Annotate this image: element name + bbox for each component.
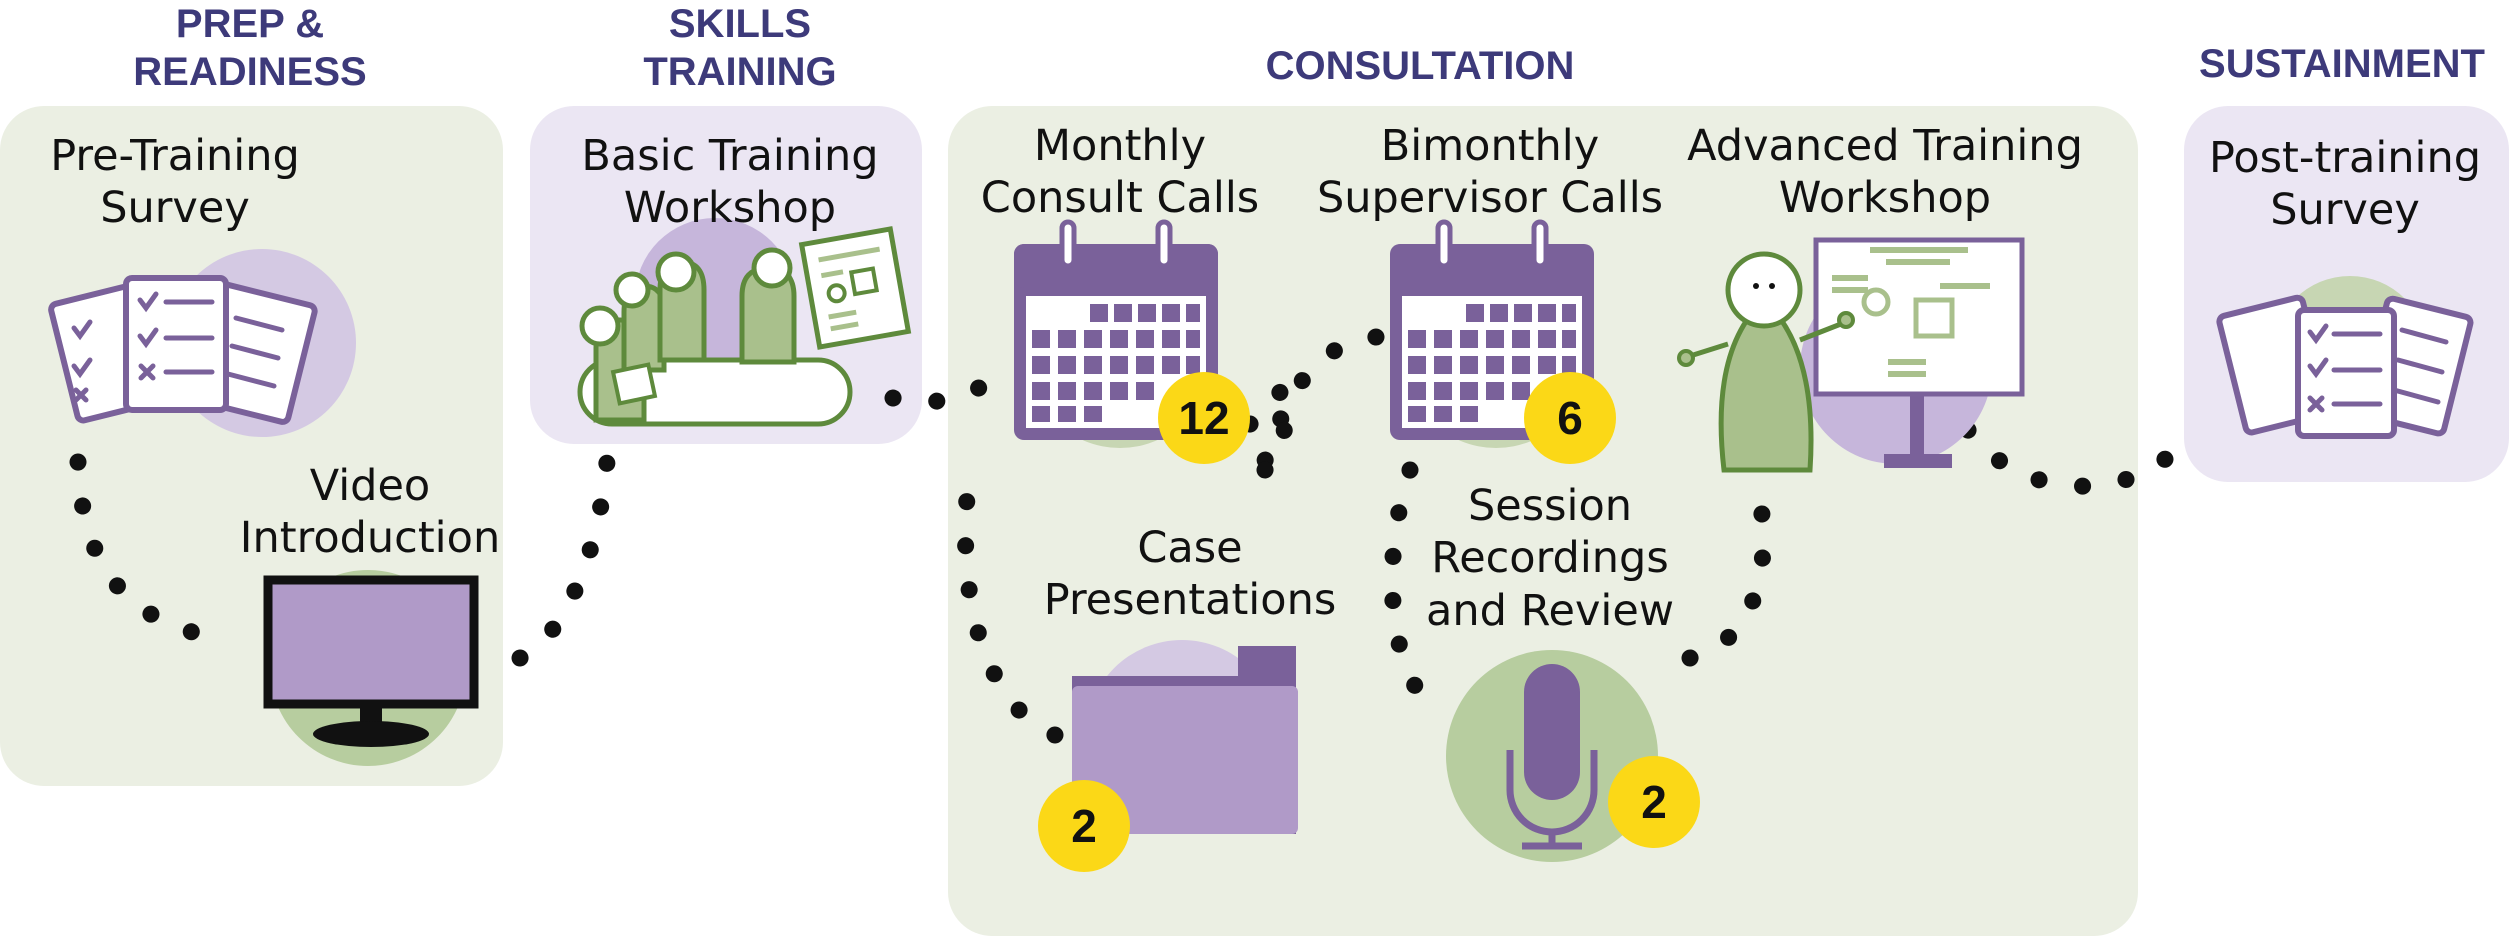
phase-skills-line1: SKILLS — [668, 2, 812, 46]
advanced-line1: Advanced Training — [1687, 121, 2083, 171]
phase-skills-training: SKILLS TRAINING — [590, 0, 890, 96]
post-training-survey-label: Post-training Survey — [2190, 132, 2500, 237]
advanced-training-workshop-label: Advanced Training Workshop — [1680, 120, 2090, 225]
basic-workshop-line1: Basic Training — [581, 131, 879, 181]
session-line2: Recordings — [1431, 533, 1669, 584]
case-presentations-count-badge: 2 — [1038, 780, 1130, 872]
phase-prep-readiness: PREP & READINESS — [80, 0, 420, 96]
bimonthly-calls-count-badge: 6 — [1524, 372, 1616, 464]
pre-survey-line1: Pre-Training — [50, 131, 300, 181]
case-line2: Presentations — [1043, 575, 1337, 626]
phase-prep-line1: PREP & — [175, 2, 325, 46]
session-line1: Session — [1467, 481, 1633, 531]
case-line1: Case — [1137, 523, 1243, 573]
monthly-consult-calls-label: Monthly Consult Calls — [960, 120, 1280, 225]
microphone-icon — [1446, 650, 1658, 862]
monitor-icon — [263, 570, 479, 766]
session-recordings-label: Session Recordings and Review — [1400, 480, 1700, 637]
phase-prep-line2: READINESS — [133, 50, 367, 94]
post-survey-line2: Survey — [2270, 185, 2420, 236]
case-presentations-label: Case Presentations — [1030, 522, 1350, 627]
phase-sustainment: SUSTAINMENT — [2199, 42, 2485, 86]
basic-training-workshop-label: Basic Training Workshop — [560, 130, 900, 235]
pre-training-survey-label: Pre-Training Survey — [10, 130, 340, 235]
presenter-easel-icon — [1677, 237, 2025, 473]
monthly-line2: Consult Calls — [980, 173, 1260, 224]
video-line2: Introduction — [239, 513, 501, 564]
session-recordings-count-badge: 2 — [1608, 756, 1700, 848]
pre-survey-checklist-icon — [48, 249, 356, 437]
bimonthly-line2: Supervisor Calls — [1316, 173, 1664, 224]
monthly-line1: Monthly — [1033, 121, 1207, 171]
bimonthly-supervisor-calls-label: Bimonthly Supervisor Calls — [1310, 120, 1670, 225]
phase-skills-line2: TRAINING — [643, 50, 837, 94]
folder-icon — [1072, 640, 1298, 834]
basic-workshop-line2: Workshop — [623, 183, 837, 234]
session-line3: and Review — [1426, 585, 1674, 636]
advanced-line2: Workshop — [1778, 173, 1992, 224]
video-line1: Video — [309, 461, 431, 511]
post-survey-line1: Post-training — [2208, 133, 2482, 183]
people-whiteboard-icon — [577, 218, 912, 427]
monthly-calls-count-badge: 12 — [1158, 372, 1250, 464]
bimonthly-line1: Bimonthly — [1380, 121, 1600, 171]
pre-survey-line2: Survey — [100, 183, 250, 234]
video-introduction-label: Video Introduction — [225, 460, 515, 565]
dotted-connectors — [69, 328, 2179, 744]
phase-consultation: CONSULTATION — [1265, 44, 1575, 88]
post-survey-checklist-icon — [2216, 276, 2474, 439]
